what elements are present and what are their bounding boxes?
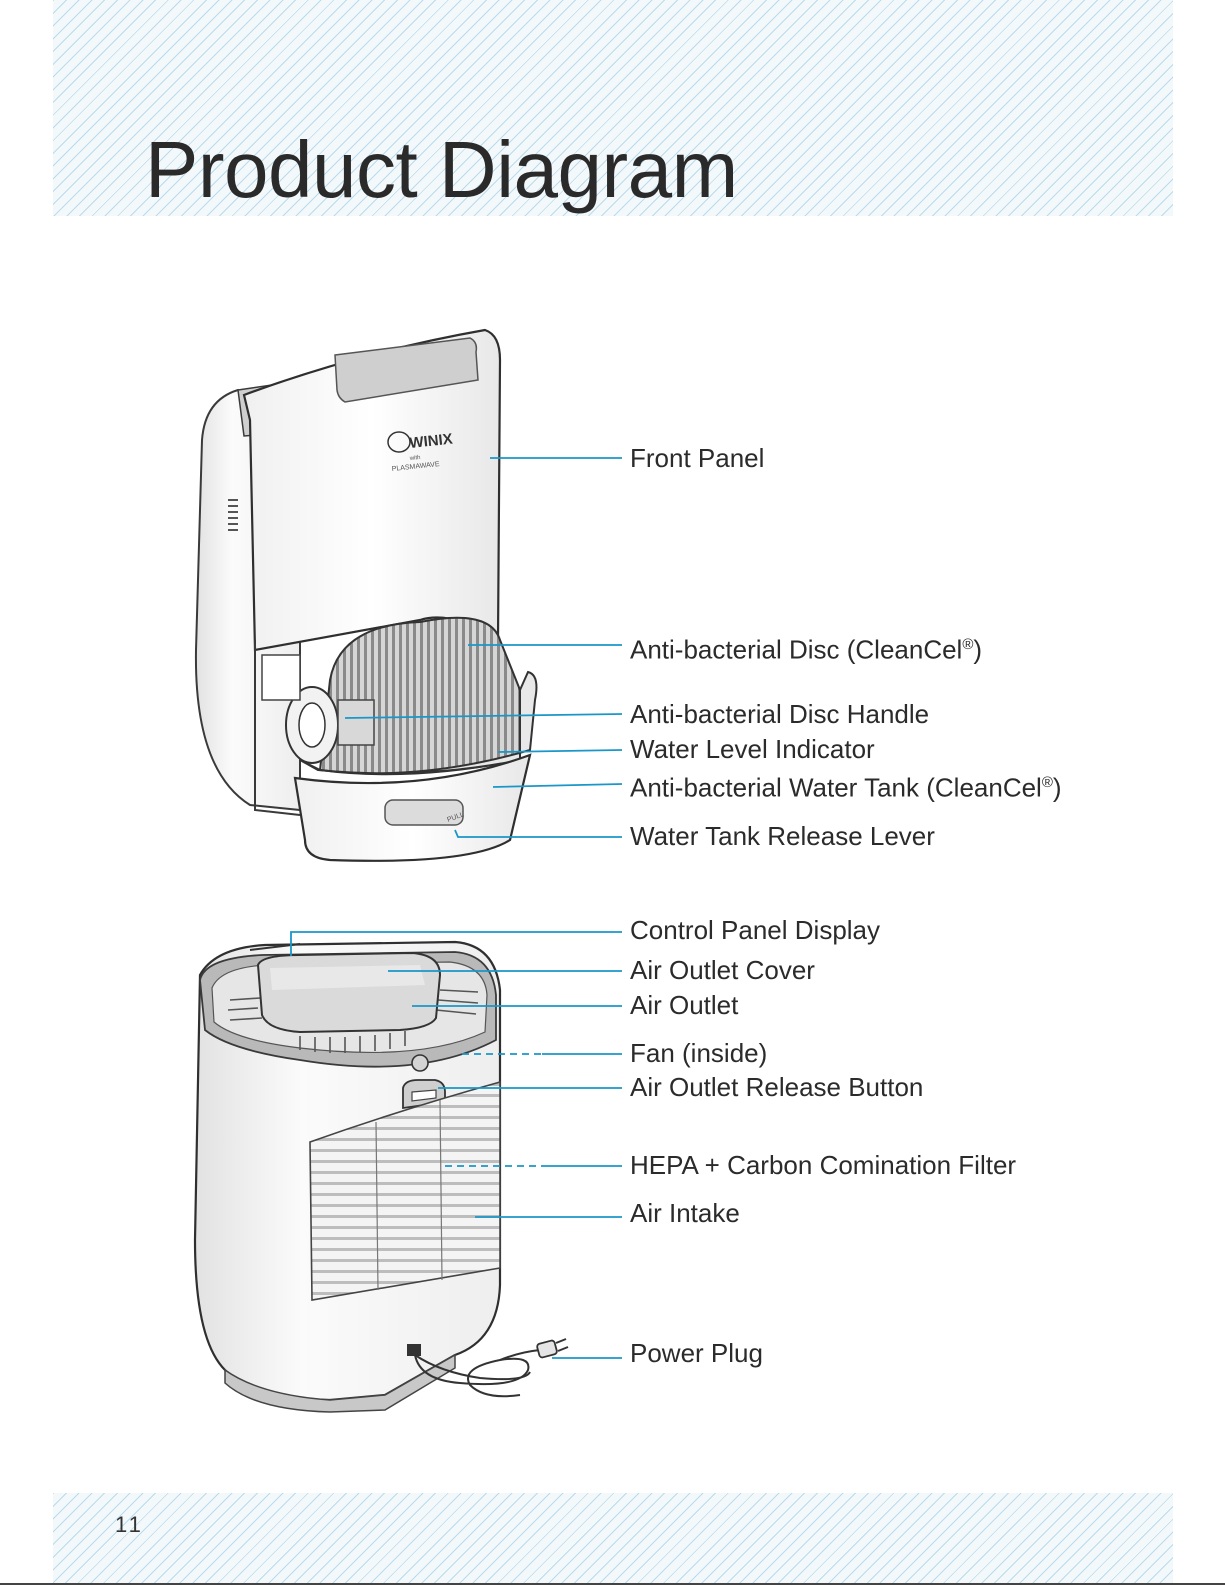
power-cord [407, 1344, 541, 1398]
header-band [53, 0, 1173, 216]
label-disc-handle: Anti-bacterial Disc Handle [630, 699, 930, 729]
label-control-panel-display: Control Panel Display [630, 915, 881, 945]
page-number: 11 [115, 1512, 144, 1537]
leader-lines [290, 457, 623, 1359]
leader-water-level [497, 749, 623, 753]
brand-logo: WINIX [409, 431, 454, 452]
water-tank: PULL [293, 670, 538, 862]
disc-handle [285, 686, 375, 764]
close-paren: ) [1052, 772, 1062, 803]
label-front-panel: Front Panel [630, 443, 765, 473]
leader-disc-handle [344, 713, 623, 719]
label-fan: Fan (inside) [630, 1038, 768, 1068]
label-tank-release-lever: Water Tank Release Lever [630, 821, 935, 851]
registered-mark: ® [962, 636, 974, 653]
label-water-level-indicator: Water Level Indicator [630, 734, 875, 764]
air-outlet-cover-shape [256, 951, 442, 1034]
label-filter: HEPA + Carbon Comination Filter [630, 1150, 1017, 1180]
air-outlet [227, 989, 479, 1053]
registered-mark: ® [1041, 774, 1053, 791]
close-paren: ) [973, 634, 983, 665]
front-view-device: WINIX with PLASMAWAVE Airwasher PULL [194, 328, 538, 862]
label-air-outlet: Air Outlet [630, 990, 739, 1020]
page-title: Product Diagram [145, 125, 738, 214]
label-outlet-release-button: Air Outlet Release Button [630, 1072, 924, 1102]
label-power-plug: Power Plug [630, 1338, 763, 1368]
leader-tank-lever [454, 829, 622, 838]
leader-control-panel [290, 931, 622, 956]
label-disc-text: Anti-bacterial Disc (CleanCel [630, 634, 963, 665]
leader-water-tank [492, 783, 623, 788]
air-intake-grill [309, 1080, 501, 1301]
footer-band [53, 1493, 1173, 1585]
label-water-tank: Anti-bacterial Water Tank (CleanCel®) [630, 768, 1062, 803]
rear-view-device [193, 940, 569, 1413]
label-tank-text: Anti-bacterial Water Tank (CleanCel [630, 772, 1042, 803]
bottom-rule [0, 1583, 1225, 1585]
label-air-outlet-cover: Air Outlet Cover [630, 955, 815, 985]
brand-sub: with [409, 455, 421, 462]
side-vent [228, 499, 238, 531]
power-plug [536, 1338, 569, 1359]
label-anti-bacterial-disc: Anti-bacterial Disc (CleanCel®) [630, 630, 982, 665]
anti-bacterial-disc [318, 616, 521, 776]
label-air-intake: Air Intake [630, 1198, 740, 1228]
